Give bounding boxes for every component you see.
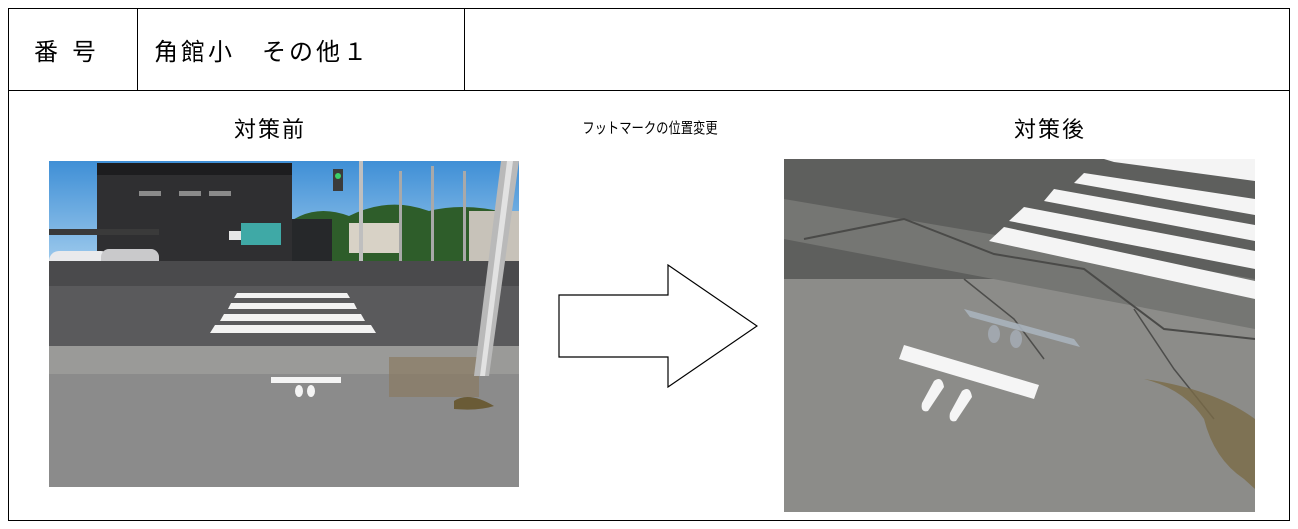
before-caption: 対策前 xyxy=(233,118,306,143)
before-photo xyxy=(49,161,519,487)
after-photo-image xyxy=(784,159,1255,512)
number-value: 角館小 その他１ xyxy=(138,8,465,91)
right-arrow-icon xyxy=(558,264,758,388)
after-photo xyxy=(784,159,1255,512)
after-caption: 対策後 xyxy=(1013,118,1086,143)
document-frame xyxy=(8,8,1290,521)
number-label: 番号 xyxy=(8,8,138,91)
before-photo-image xyxy=(49,161,519,487)
header-divider xyxy=(8,90,1290,91)
change-caption: フットマークの位置変更 xyxy=(582,119,718,137)
